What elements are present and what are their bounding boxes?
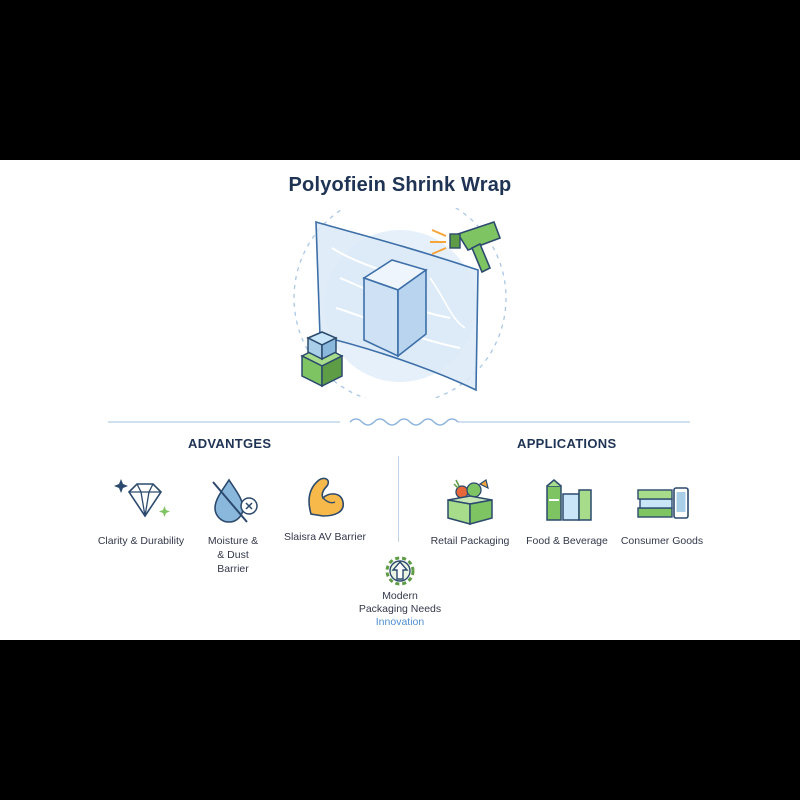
- innovation-item: Modern Packaging Needs Innovation: [340, 552, 460, 629]
- section-divider: [0, 412, 800, 432]
- advantage-label: Moisture & & Dust Barrier: [207, 535, 259, 575]
- stacked-boxes-icon: [300, 331, 344, 388]
- advantages-heading: ADVANTGES: [188, 436, 272, 451]
- advantage-item-clarity: Clarity & Durability: [86, 474, 196, 548]
- application-label: Consumer Goods: [620, 535, 704, 547]
- shrink-wrap-illustration: [293, 191, 507, 405]
- books-phone-icon: [637, 487, 689, 519]
- heat-gun-icon: [430, 220, 502, 274]
- gear-arrow-icon: [385, 556, 415, 586]
- advantage-label: Slaisra AV Barrier: [283, 531, 367, 543]
- produce-box-icon: [447, 479, 493, 525]
- innovation-sublabel: Innovation: [375, 616, 425, 628]
- application-item-food: Food & Beverage: [512, 474, 622, 548]
- innovation-label: Modern Packaging Needs: [358, 590, 442, 615]
- flexed-arm-icon: [308, 477, 345, 517]
- page-title: Polyofiein Shrink Wrap: [288, 174, 512, 196]
- application-item-retail: Retail Packaging: [415, 474, 525, 548]
- infographic-panel: Polyofiein Shrink Wrap: [0, 160, 800, 640]
- advantage-item-barrier: Slaisra AV Barrier: [270, 470, 380, 544]
- advantage-label: Clarity & Durability: [97, 535, 185, 547]
- application-label: Food & Beverage: [526, 535, 608, 547]
- application-item-consumer: Consumer Goods: [607, 474, 717, 548]
- beverage-cartons-icon: [546, 479, 592, 521]
- water-drop-crossed-icon: [212, 478, 258, 523]
- applications-heading: APPLICATIONS: [517, 436, 617, 451]
- hero-illustration: [280, 191, 520, 405]
- diamond-icon: [114, 479, 170, 518]
- application-label: Retail Packaging: [430, 535, 510, 547]
- column-divider: [398, 456, 399, 542]
- advantage-item-moisture: Moisture & & Dust Barrier: [178, 474, 288, 576]
